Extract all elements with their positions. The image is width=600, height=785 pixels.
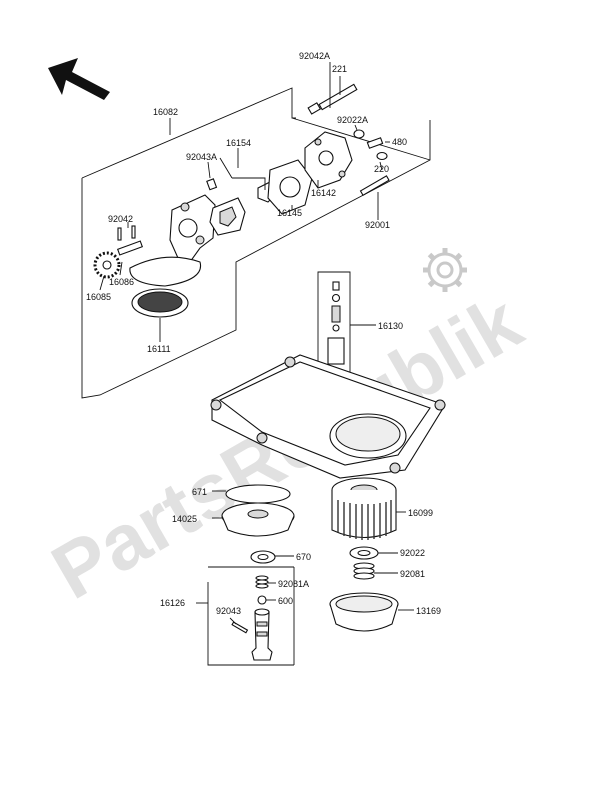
spring-92081 bbox=[353, 562, 375, 580]
label-16085: 16085 bbox=[86, 292, 111, 302]
shaft-16086 bbox=[116, 240, 144, 256]
spring-92081A bbox=[255, 575, 269, 589]
label-670: 670 bbox=[296, 552, 311, 562]
label-92022: 92022 bbox=[400, 548, 425, 558]
pin-92043 bbox=[231, 621, 249, 634]
label-92001: 92001 bbox=[365, 220, 390, 230]
bolt-221 bbox=[318, 83, 358, 111]
label-16145: 16145 bbox=[277, 208, 302, 218]
label-16126: 16126 bbox=[160, 598, 185, 608]
bolt-92001 bbox=[359, 175, 390, 196]
label-16086: 16086 bbox=[109, 277, 134, 287]
gear-logo-icon bbox=[423, 248, 467, 292]
filter-bowl-13169 bbox=[329, 592, 399, 632]
label-671: 671 bbox=[192, 487, 207, 497]
label-600: 600 bbox=[278, 596, 293, 606]
label-13169: 13169 bbox=[416, 606, 441, 616]
oil-pump-assembly-frame bbox=[81, 87, 431, 399]
plate-16145 bbox=[267, 159, 313, 215]
bolt-480 bbox=[366, 137, 384, 149]
bypass-valve-16126 bbox=[231, 575, 273, 661]
leader-lines bbox=[99, 62, 414, 625]
label-16142: 16142 bbox=[311, 188, 336, 198]
ball-600 bbox=[257, 595, 267, 605]
pin-92042 bbox=[117, 225, 136, 241]
label-221: 221 bbox=[332, 64, 347, 74]
sprocket-16085 bbox=[93, 251, 121, 279]
washer-220 bbox=[376, 151, 388, 161]
part-labels: 92042A 221 16082 92022A 480 16154 92043A… bbox=[86, 51, 441, 616]
washer-92022 bbox=[349, 546, 379, 560]
label-16154: 16154 bbox=[226, 138, 251, 148]
oil-pan bbox=[210, 354, 446, 479]
label-16130: 16130 bbox=[378, 321, 403, 331]
label-92042: 92042 bbox=[108, 214, 133, 224]
o-ring-671 bbox=[225, 484, 291, 504]
rotor-set bbox=[209, 181, 279, 236]
label-220: 220 bbox=[374, 164, 389, 174]
label-92081A: 92081A bbox=[278, 579, 309, 589]
label-480: 480 bbox=[392, 137, 407, 147]
label-16099: 16099 bbox=[408, 508, 433, 518]
label-92022A: 92022A bbox=[337, 115, 368, 125]
washer-670 bbox=[250, 550, 276, 564]
label-16082: 16082 bbox=[153, 107, 178, 117]
label-16111: 16111 bbox=[147, 344, 171, 354]
pin-92043A bbox=[206, 178, 218, 191]
front-arrow-icon bbox=[48, 58, 110, 100]
washer-92022A bbox=[353, 129, 365, 139]
label-92043A: 92043A bbox=[186, 152, 217, 162]
pin-92042A bbox=[307, 102, 322, 115]
label-14025: 14025 bbox=[172, 514, 197, 524]
label-92081: 92081 bbox=[400, 569, 425, 579]
oil-filter-16099 bbox=[331, 477, 397, 540]
cover-16142 bbox=[304, 131, 353, 189]
strainer-16111 bbox=[131, 288, 189, 318]
bypass-valve-frame bbox=[207, 566, 295, 666]
oil-pump-body bbox=[129, 194, 216, 287]
label-92042A: 92042A bbox=[299, 51, 330, 61]
filter-cover-14025 bbox=[221, 502, 295, 537]
label-92043: 92043 bbox=[216, 606, 241, 616]
